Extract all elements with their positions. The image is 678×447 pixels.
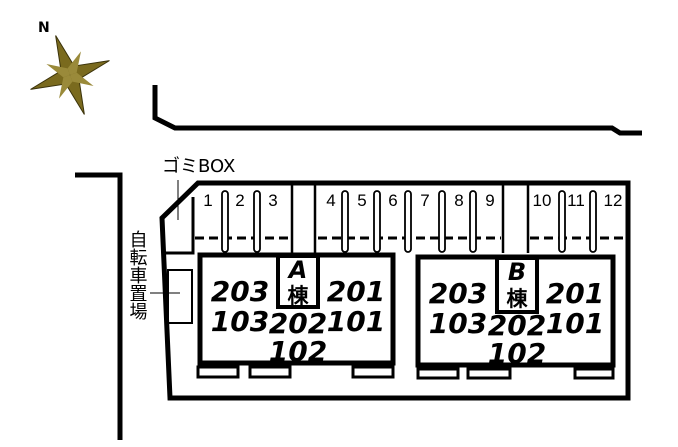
parking-space-number: 12 bbox=[604, 191, 623, 210]
entrance-steps bbox=[196, 365, 615, 380]
parking-slot-divider bbox=[589, 190, 597, 253]
parking-dividers bbox=[290, 183, 530, 253]
north-label: N bbox=[38, 20, 50, 36]
parking-space-number: 10 bbox=[533, 191, 552, 210]
road-edge-top bbox=[152, 85, 642, 136]
unit-203: 203 bbox=[211, 275, 269, 308]
unit-101: 101 bbox=[546, 307, 604, 340]
bicycle-parking-label: 自転車置場 bbox=[127, 230, 148, 321]
lot-boundary bbox=[159, 180, 631, 401]
parking-space-number: 2 bbox=[235, 191, 244, 210]
parking-space-number: 5 bbox=[357, 191, 366, 210]
building-b: B 棟 203 103 202 102 201 101 bbox=[415, 254, 616, 370]
parking-space-number: 7 bbox=[420, 191, 429, 210]
parking-space-number: 9 bbox=[485, 191, 494, 210]
parking-space-number: 6 bbox=[388, 191, 397, 210]
unit-202: 202 bbox=[488, 309, 546, 342]
building-a-name: A bbox=[287, 256, 308, 284]
road-edge-left bbox=[75, 172, 123, 440]
building-b-suffix: 棟 bbox=[507, 287, 529, 311]
parking-space-number: 3 bbox=[268, 191, 277, 210]
parking-slot-divider bbox=[221, 190, 229, 253]
unit-101: 101 bbox=[327, 305, 385, 338]
unit-202: 202 bbox=[269, 307, 327, 340]
parking-slot-divider bbox=[438, 190, 446, 253]
garbage-area-line bbox=[162, 197, 195, 255]
parking-space-number: 4 bbox=[326, 191, 335, 210]
unit-102: 102 bbox=[488, 337, 546, 370]
building-b-name: B bbox=[508, 258, 526, 286]
unit-102: 102 bbox=[269, 335, 327, 368]
unit-201: 201 bbox=[327, 275, 385, 308]
building-a: A 棟 203 103 202 102 201 101 bbox=[197, 252, 396, 368]
parking-slot-divider bbox=[404, 190, 412, 253]
unit-103: 103 bbox=[429, 307, 487, 340]
parking-space-number: 1 bbox=[203, 191, 212, 210]
parking-space-number: 8 bbox=[454, 191, 463, 210]
garbage-box-label: ゴミBOX bbox=[162, 156, 235, 177]
unit-201: 201 bbox=[546, 277, 604, 310]
compass-rose-icon bbox=[30, 35, 110, 115]
parking-slot-divider bbox=[253, 190, 261, 253]
parking-space-number: 11 bbox=[567, 191, 585, 210]
parking-slot-divider bbox=[373, 190, 381, 253]
parking-slot-divider bbox=[469, 190, 477, 253]
building-a-suffix: 棟 bbox=[288, 284, 310, 308]
parking-slot-divider bbox=[558, 190, 566, 253]
parking-slot-divider bbox=[341, 190, 349, 253]
unit-203: 203 bbox=[429, 277, 487, 310]
unit-103: 103 bbox=[211, 305, 269, 338]
parking-slot-markers bbox=[221, 190, 597, 253]
bicycle-parking-area bbox=[167, 269, 193, 324]
